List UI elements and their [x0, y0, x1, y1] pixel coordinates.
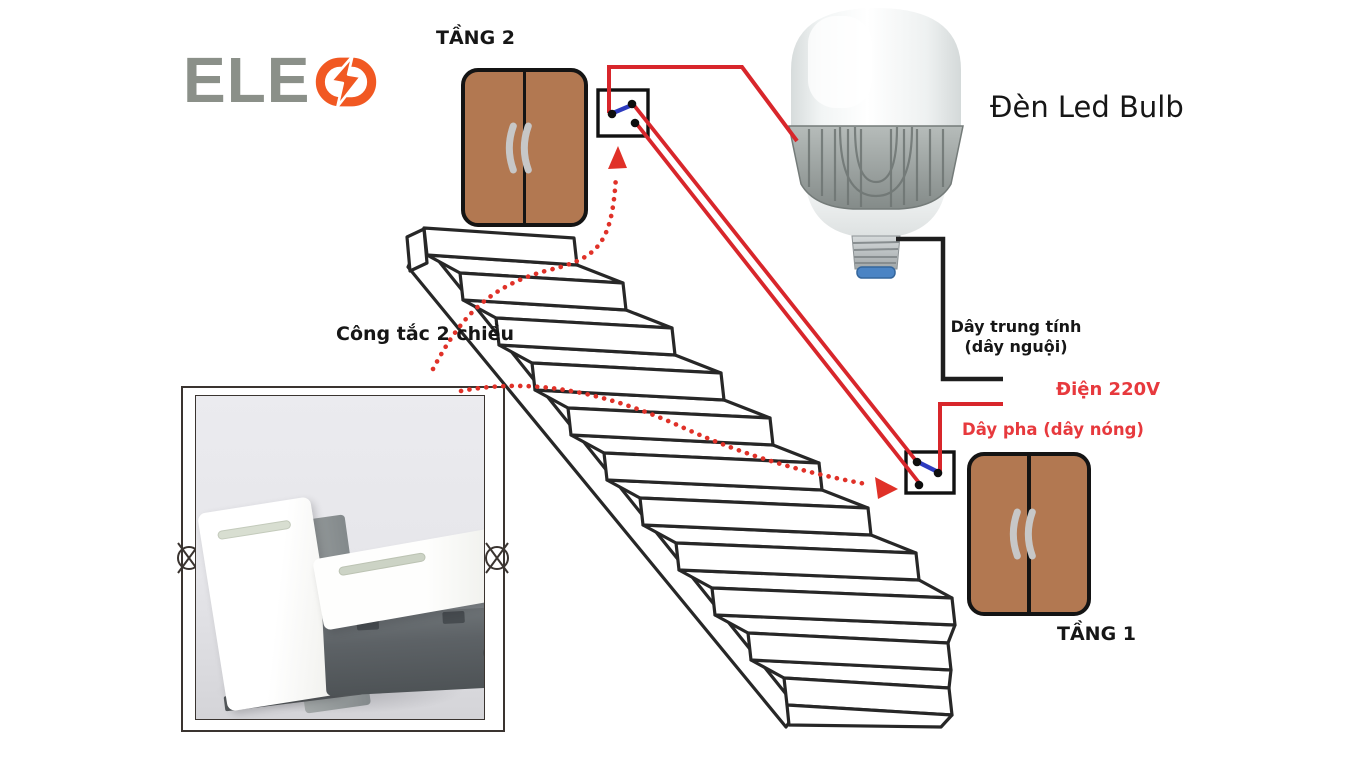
- traveler-wire-2: [634, 121, 922, 486]
- label-neutral-line2: (dây nguội): [964, 337, 1068, 356]
- label-two-way-switch: Công tắc 2 chiều: [336, 323, 515, 345]
- guide-arrows: [430, 146, 898, 499]
- brand-logo: ELE: [183, 48, 377, 112]
- led-bulb: [788, 8, 964, 279]
- neutral-wire: [896, 236, 1003, 382]
- label-led-bulb: Đèn Led Bulb: [990, 90, 1184, 124]
- label-neutral-wire: Dây trung tính (dây nguội): [946, 317, 1086, 357]
- guide-arrow-downstairs: [458, 383, 869, 487]
- door-handles-icon: [1009, 508, 1036, 560]
- guide-arrowhead-upstairs: [608, 146, 627, 169]
- heatsink-fins: [807, 126, 945, 207]
- door-handles-icon: [505, 122, 532, 173]
- label-phase-wire: Dây pha (dây nóng): [962, 420, 1144, 439]
- two-way-switch-downstairs: [904, 450, 956, 495]
- lightning-bolt-icon: [316, 56, 377, 108]
- brand-logo-text: ELE: [183, 44, 311, 116]
- phase-supply-wire: [938, 402, 1003, 471]
- label-floor-1: TẦNG 1: [1057, 623, 1136, 645]
- bulb-screw-base: [851, 235, 901, 270]
- door-floor-2: [461, 68, 588, 227]
- door-floor-1: [967, 452, 1091, 616]
- traveler-wire-1: [631, 102, 919, 464]
- bulb-highlight: [808, 16, 872, 108]
- switch-product-photo: [196, 396, 484, 719]
- screw-ridges: [852, 241, 900, 264]
- wires: [607, 65, 1003, 486]
- staircase: [405, 226, 957, 729]
- switch-boxes: [596, 88, 956, 495]
- bulb-heatsink: [788, 125, 964, 210]
- bulb-contact-tip: [856, 266, 896, 279]
- guide-arrowhead-downstairs: [875, 477, 898, 499]
- label-floor-2: TẦNG 2: [436, 27, 515, 49]
- label-mains-voltage: Điện 220V: [1056, 379, 1161, 400]
- switch-contacts: [607, 99, 943, 490]
- guide-arrow-upstairs: [430, 173, 619, 372]
- label-neutral-line1: Dây trung tính: [950, 317, 1082, 336]
- lamp-feed-wire: [607, 65, 799, 143]
